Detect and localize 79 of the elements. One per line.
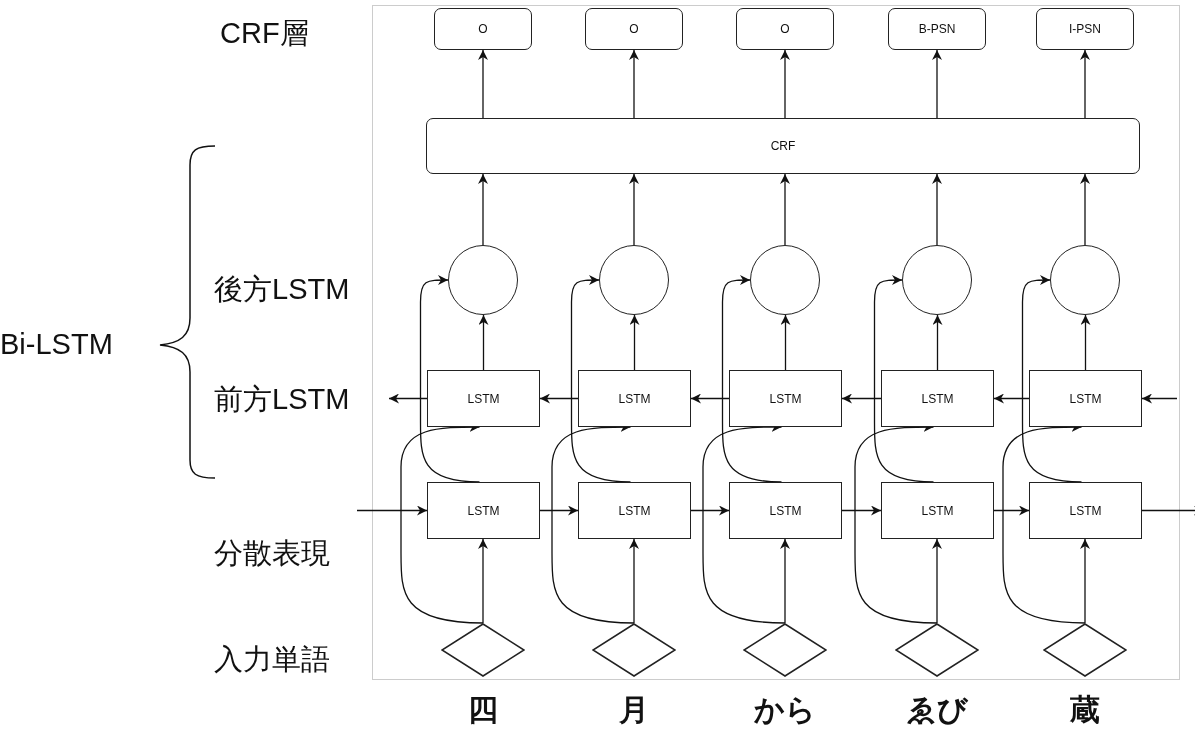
word-label: 四 [468,692,498,728]
node-label: LSTM [467,391,500,406]
lstm-box [1029,370,1142,427]
arrow [539,505,579,516]
arrow [993,393,1030,404]
arrow [780,49,790,119]
node-label: LSTM [618,503,651,518]
lstm-box [578,482,691,539]
node-label: LSTM [769,391,802,406]
lstm-box [427,482,540,539]
node-label: B-PSN [918,22,956,36]
lstm-box [729,482,842,539]
node-label: LSTM [1069,391,1102,406]
arrow [629,173,639,246]
node-label: CRF [770,139,796,153]
arrow [478,538,488,624]
row-label: 入力単語 [214,642,330,677]
output-tag-box [736,8,834,50]
arrow [388,393,428,404]
node-label: LSTM [921,503,954,518]
node-label: LSTM [769,503,802,518]
lstm-box [578,370,691,427]
arrow [1080,538,1090,624]
arrow [780,314,791,371]
lstm-box [1029,482,1142,539]
arrow [1141,393,1178,404]
arrow [780,173,790,246]
crf-box [426,118,1140,174]
node-label: LSTM [921,391,954,406]
word-label: ゑび [906,692,968,728]
node-label: O [629,22,639,36]
lstm-box [881,370,994,427]
arrow [932,49,942,119]
arrow [932,173,942,246]
node-label: I-PSN [1069,22,1101,36]
row-label: 分散表現 [214,536,330,571]
input-diamond [592,623,676,677]
row-label: 前方LSTM [214,382,350,417]
arrow [841,393,882,404]
output-tag-box [1036,8,1134,50]
input-diamond [743,623,827,677]
output-tag-box [888,8,986,50]
arrow [629,314,640,371]
node-label: LSTM [467,503,500,518]
arrow [478,173,488,246]
row-label: CRF層 [220,16,309,51]
word-label: から [754,692,816,728]
arrow [932,314,943,371]
node-label: LSTM [1069,503,1102,518]
arrow [629,49,639,119]
output-tag-box [585,8,683,50]
arrow [690,505,730,516]
word-label: 蔵 [1070,692,1100,728]
arrow [780,538,790,624]
lstm-box [427,370,540,427]
node-label: O [780,22,790,36]
input-diamond [1043,623,1127,677]
arrow [478,49,488,119]
arrow [478,314,489,371]
arrow [356,505,428,516]
row-label: Bi-LSTM [0,328,113,361]
input-diamond [895,623,979,677]
node-label: O [478,22,488,36]
arrow [1080,49,1090,119]
arrow [1080,173,1090,246]
arrow [841,505,882,516]
word-label: 月 [619,692,649,728]
row-label: 後方LSTM [214,272,350,307]
lstm-box [881,482,994,539]
lstm-box [729,370,842,427]
arrow [1080,314,1091,371]
arrow [539,393,579,404]
arrow [932,538,942,624]
output-tag-box [434,8,532,50]
arrow [629,538,639,624]
arrow [993,505,1030,516]
arrow [690,393,730,404]
node-label: LSTM [618,391,651,406]
input-diamond [441,623,525,677]
